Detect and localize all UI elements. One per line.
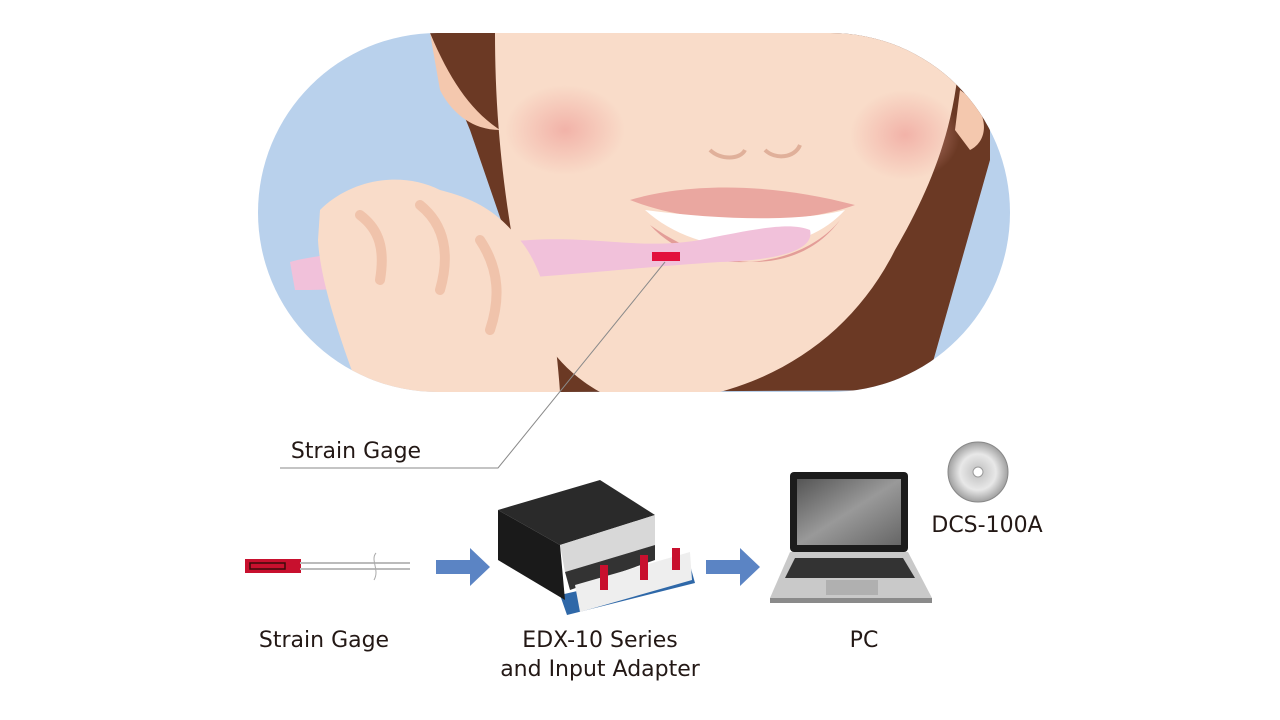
callout-leader-line (280, 261, 666, 469)
strain-gage-on-brush (652, 252, 680, 261)
edx-10-device-image (498, 480, 695, 615)
arrow-right-icon (706, 548, 760, 586)
step-edx-label: EDX-10 Series and Input Adapter (500, 626, 700, 684)
step-edx-label-line2: and Input Adapter (500, 657, 700, 682)
cd-disc-icon (947, 441, 1009, 503)
step-edx-label-line1: EDX-10 Series (522, 628, 678, 653)
step-strain-gage-label: Strain Gage (258, 628, 390, 653)
step-pc-label: PC (849, 628, 879, 653)
arrow-right-icon (436, 548, 490, 586)
laptop-image (770, 472, 932, 603)
strain-gage-image (245, 552, 410, 581)
software-label: DCS-100A (931, 513, 1043, 538)
brushing-scene (258, 33, 1010, 392)
callout-strain-gage-label: Strain Gage (290, 439, 422, 464)
